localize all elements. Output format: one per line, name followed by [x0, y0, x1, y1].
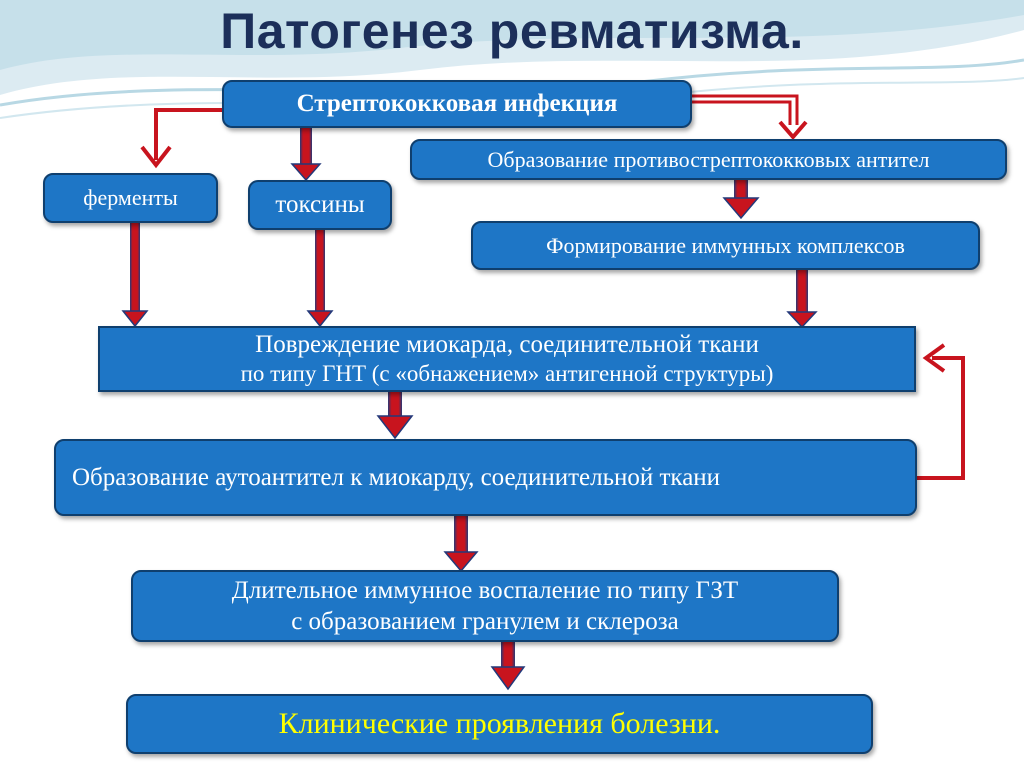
box-strep-infection: Стрептококковая инфекция: [222, 80, 692, 128]
arrow-toxins-to-damage: [306, 230, 334, 328]
background-waves: [0, 0, 1024, 119]
box-tissue-damage-line2: по типу ГНТ (с «обнажением» антигенной с…: [240, 361, 774, 387]
box-clinical-manifestations-label: Клинические проявления болезни.: [278, 707, 721, 741]
box-immune-complexes-label: Формирование иммунных комплексов: [546, 232, 905, 258]
box-enzymes-label: ферменты: [83, 185, 178, 211]
arrow-strep-to-toxins: [290, 128, 322, 182]
box-immune-inflammation-line1: Длительное иммунное воспаление по типу Г…: [231, 576, 739, 604]
box-toxins: токсины: [248, 180, 392, 230]
arrow-damage-to-autoantibodies: [376, 392, 414, 440]
box-immune-complexes: Формирование иммунных комплексов: [471, 221, 980, 270]
box-autoantibodies: Образование аутоантител к миокарду, соед…: [54, 439, 917, 516]
box-strep-infection-label: Стрептококковая инфекция: [296, 90, 618, 118]
box-antibodies: Образование противострептококковых антит…: [410, 139, 1007, 180]
box-tissue-damage-line1: Повреждение миокарда, соединительной тка…: [255, 331, 759, 358]
box-tissue-damage: Повреждение миокарда, соединительной тка…: [98, 326, 916, 392]
arrow-complexes-to-damage: [786, 270, 818, 329]
box-clinical-manifestations: Клинические проявления болезни.: [126, 694, 873, 754]
arrow-enzymes-to-damage: [121, 223, 149, 328]
page-title: Патогенез ревматизма.: [220, 3, 804, 59]
arrow-inflammation-to-clinical: [490, 642, 526, 691]
box-immune-inflammation-line2: с образованием гранулем и склероза: [291, 608, 679, 635]
box-immune-inflammation: Длительное иммунное воспаление по типу Г…: [131, 570, 839, 642]
box-enzymes: ферменты: [43, 173, 218, 223]
box-autoantibodies-label: Образование аутоантител к миокарду, соед…: [72, 463, 721, 491]
arrow-antibodies-to-complexes: [722, 180, 760, 220]
arrow-autoantibodies-to-inflammation: [443, 516, 479, 573]
arrow-feedback-loop: [917, 343, 965, 480]
box-antibodies-label: Образование противострептококковых антит…: [487, 146, 930, 172]
box-toxins-label: токсины: [275, 191, 365, 219]
